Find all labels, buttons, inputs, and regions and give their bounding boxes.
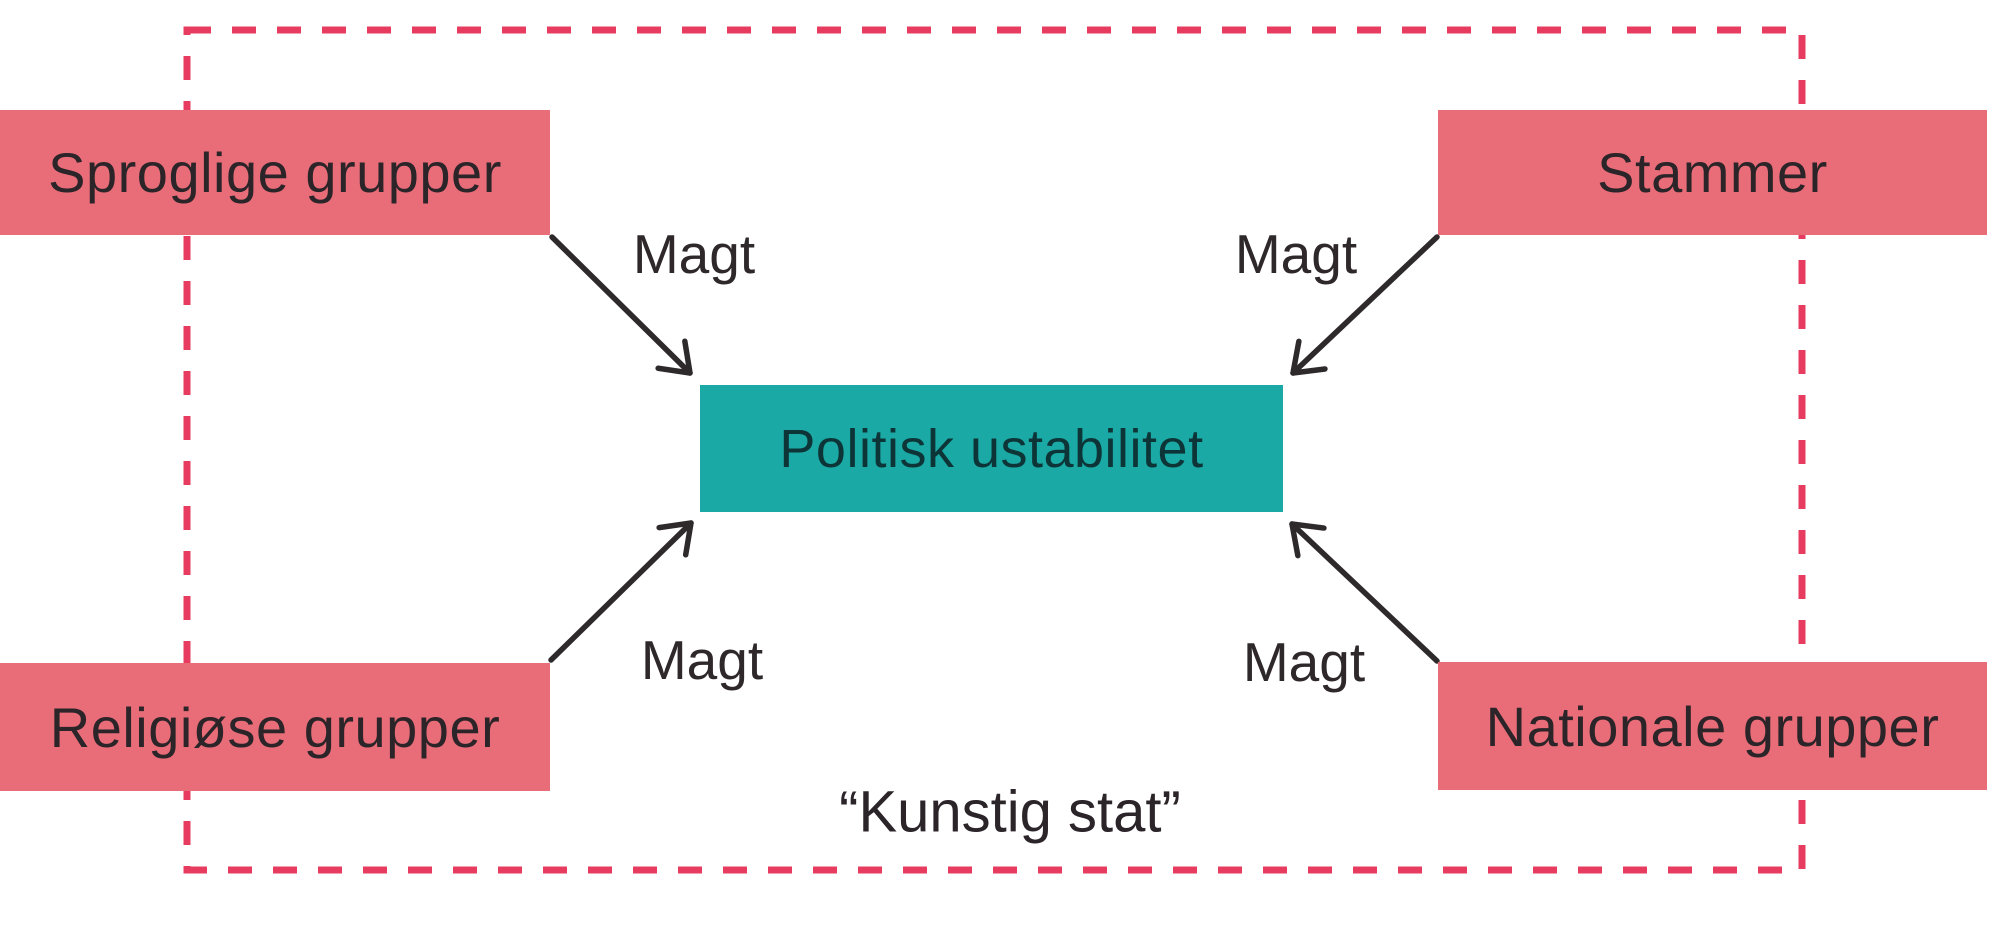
node-stammer: Stammer (1438, 110, 1987, 235)
node-label: Politisk ustabilitet (779, 418, 1204, 479)
edge-label-magt-top-left: Magt (632, 223, 756, 285)
node-religiose-grupper: Religiøse grupper (0, 663, 550, 791)
arrow-sproglige-to-center (549, 234, 693, 376)
edge-label-magt-bottom-left: Magt (640, 629, 764, 691)
edge-label-magt-top-right: Magt (1234, 223, 1358, 285)
arrow-religiose-to-center (548, 520, 694, 663)
node-nationale-grupper: Nationale grupper (1438, 662, 1987, 790)
arrow-stammer-to-center (1290, 234, 1440, 376)
node-sproglige-grupper: Sproglige grupper (0, 110, 550, 235)
node-politisk-ustabilitet: Politisk ustabilitet (700, 385, 1283, 512)
arrow-nationale-to-center (1289, 521, 1440, 664)
node-label: Stammer (1597, 141, 1828, 204)
node-label: Religiøse grupper (49, 695, 501, 759)
frame-caption-kunstig-stat: “Kunstig stat” (839, 779, 1181, 845)
artificial-state-dashed-frame (183, 26, 1806, 874)
node-label: Nationale grupper (1485, 694, 1940, 758)
edge-label-magt-bottom-right: Magt (1242, 631, 1366, 693)
node-label: Sproglige grupper (48, 141, 502, 204)
